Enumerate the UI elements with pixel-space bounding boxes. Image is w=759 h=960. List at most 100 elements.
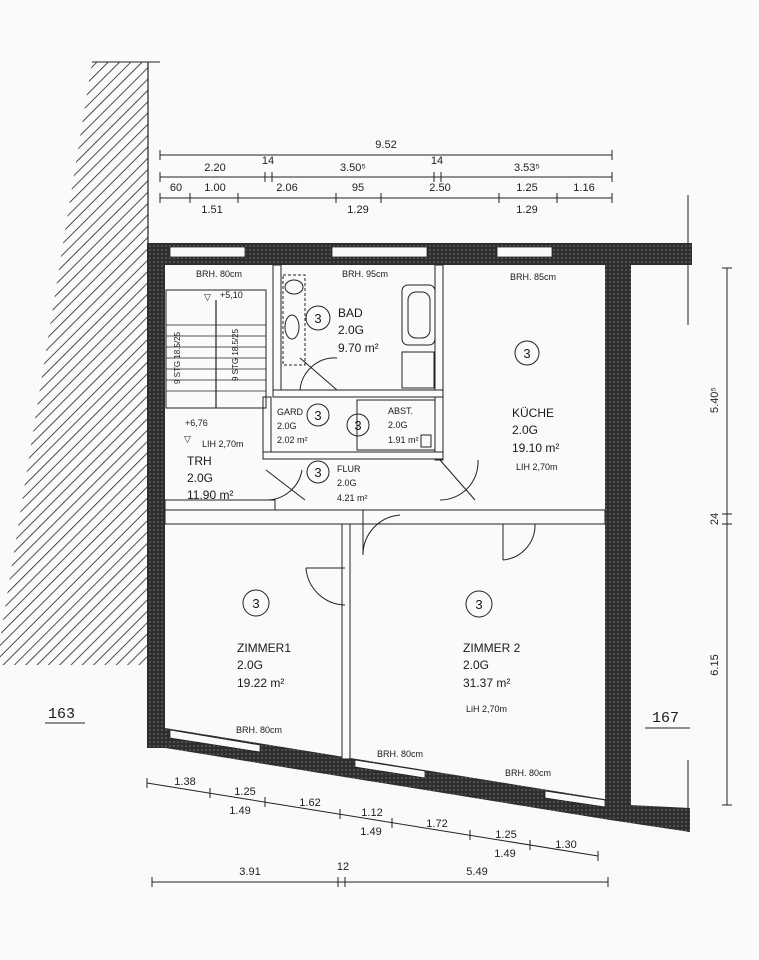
room-area: 4.21 m² — [337, 493, 368, 503]
room-height: LiH 2,70m — [466, 704, 507, 714]
room-floor: 2.0G — [187, 471, 213, 485]
room-number: 3 — [314, 408, 321, 423]
parapet-bad: BRH. 95cm — [342, 269, 388, 279]
room-area: 9.70 m² — [338, 341, 379, 355]
dim-bottom: 1.38 — [174, 776, 195, 788]
room-area: 11.90 m² — [187, 488, 233, 502]
parapet-zimmer2-right: BRH. 80cm — [505, 768, 551, 778]
room-floor: 2.0G — [277, 421, 297, 431]
room-bad: 3 BAD 2.0G 9.70 m² — [305, 305, 379, 355]
door-swings — [265, 357, 536, 606]
dim-bottom-row2: 5.49 — [466, 866, 487, 878]
dim-bottom: 1.30 — [555, 839, 576, 851]
dim-bottom-lower: 1.49 — [229, 805, 250, 817]
room-name: GARD — [277, 407, 304, 417]
parapet-zimmer2-left: BRH. 80cm — [377, 749, 423, 759]
room-gard: 3 GARD 2.0G 2.02 m² — [277, 403, 330, 445]
stair-level-mark: ▽ — [204, 292, 211, 302]
dim-right: 5.40⁵ — [709, 387, 721, 413]
room-area: 19.10 m² — [512, 441, 559, 455]
dim-top-row3: 2.06 — [276, 182, 297, 194]
dim-top-row3: 1.25 — [516, 182, 537, 194]
room-number: 3 — [475, 597, 482, 612]
room-number: 3 — [354, 418, 361, 433]
dim-right: 24 — [709, 513, 721, 525]
dim-top-row2: 3.50⁵ — [340, 162, 366, 174]
room-floor: 2.0G — [388, 420, 408, 430]
lot-right: 167 — [652, 710, 679, 727]
dim-top-row3: 60 — [170, 182, 182, 194]
dim-top-row3: 2.50 — [429, 182, 450, 194]
room-name: ABST. — [388, 406, 413, 416]
room-number: 3 — [314, 311, 321, 326]
room-floor: 2.0G — [337, 478, 357, 488]
dim-top-row2: 14 — [431, 155, 443, 167]
right-dimensions: 5.40⁵ 24 6.15 — [687, 195, 732, 832]
room-name: KÜCHE — [512, 406, 554, 420]
room-name: BAD — [338, 306, 363, 320]
room-number: 3 — [314, 465, 321, 480]
parapet-zimmer1: BRH. 80cm — [236, 725, 282, 735]
dim-bottom: 1.62 — [299, 797, 320, 809]
dim-bottom-lower: 1.49 — [494, 848, 515, 860]
dim-top-row2: 14 — [262, 155, 274, 167]
room-floor: 2.0G — [237, 658, 263, 672]
room-name: ZIMMER 2 — [463, 641, 521, 655]
dim-top-row2: 2.20 — [204, 162, 225, 174]
room-height: LIH 2,70m — [202, 439, 244, 449]
dim-top-total: 9.52 — [375, 139, 396, 151]
room-area: 2.02 m² — [277, 435, 308, 445]
exterior-walls — [147, 243, 692, 832]
dim-right: 6.15 — [709, 654, 721, 675]
room-height: LIH 2,70m — [516, 462, 558, 472]
parapet-trh: BRH. 80cm — [196, 269, 242, 279]
dim-top-row3-lower: 1.29 — [347, 204, 368, 216]
room-area: 31.37 m² — [463, 676, 510, 690]
staircase: 9 STG 18.5/25 9 STG 18.5/25 ▽ +5,10 — [165, 289, 267, 409]
stair-label: 9 STG 18.5/25 — [173, 331, 182, 384]
room-name: TRH — [187, 454, 212, 468]
dim-bottom: 1.12 — [361, 807, 382, 819]
bottom-dimensions: 1.38 1.25 1.62 1.12 1.72 1.25 1.30 1.49 … — [146, 776, 609, 887]
room-floor: 2.0G — [338, 323, 364, 337]
room-flur: 3 FLUR 2.0G 4.21 m² — [306, 460, 368, 503]
room-zimmer2: 3 ZIMMER 2 2.0G 31.37 m² LiH 2,70m — [463, 590, 521, 714]
room-level: +6,76 — [185, 418, 208, 428]
dim-bottom-lower: 1.49 — [360, 826, 381, 838]
bathroom-fixtures — [282, 274, 436, 389]
interior-walls — [164, 264, 606, 760]
dim-bottom: 1.25 — [234, 786, 255, 798]
dim-top-row3: 95 — [352, 182, 364, 194]
dim-bottom-row2: 12 — [337, 861, 349, 873]
level-mark: ▽ — [184, 434, 191, 444]
dim-top-row3: 1.00 — [204, 182, 225, 194]
room-floor: 2.0G — [512, 423, 538, 437]
dim-bottom: 1.25 — [495, 829, 516, 841]
dim-top-row3-lower: 1.29 — [516, 204, 537, 216]
dim-bottom-row2: 3.91 — [239, 866, 260, 878]
room-kueche: 3 KÜCHE 2.0G 19.10 m² LIH 2,70m — [512, 340, 559, 472]
room-area: 1.91 m² — [388, 435, 419, 445]
parapet-labels: BRH. 80cm BRH. 95cm BRH. 85cm BRH. 80cm … — [196, 269, 556, 778]
dim-top-row2: 3.53⁵ — [514, 162, 540, 174]
neighbor-building-hatch — [0, 62, 148, 665]
room-name: ZIMMER1 — [237, 641, 291, 655]
room-trh: +6,76 ▽ LIH 2,70m TRH 2.0G 11.90 m² — [184, 418, 244, 502]
top-dimensions: 9.52 2.20 14 3.50⁵ 14 3.53⁵ 60 1.00 2.06… — [159, 139, 613, 216]
lot-numbers: 163 167 — [45, 706, 690, 729]
room-zimmer1: 3 ZIMMER1 2.0G 19.22 m² — [237, 589, 291, 690]
dim-top-row3: 1.16 — [573, 182, 594, 194]
lot-left: 163 — [48, 706, 75, 723]
dim-top-row3-lower: 1.51 — [201, 204, 222, 216]
room-number: 3 — [252, 596, 259, 611]
room-abst: 3 ABST. 2.0G 1.91 m² — [346, 399, 436, 451]
room-name: FLUR — [337, 464, 361, 474]
room-floor: 2.0G — [463, 658, 489, 672]
stair-label: 9 STG 18.5/25 — [231, 328, 240, 381]
dim-bottom: 1.72 — [426, 818, 447, 830]
room-area: 19.22 m² — [237, 676, 284, 690]
trh-level-top: +5,10 — [220, 290, 243, 300]
room-number: 3 — [523, 346, 530, 361]
parapet-kueche: BRH. 85cm — [510, 272, 556, 282]
